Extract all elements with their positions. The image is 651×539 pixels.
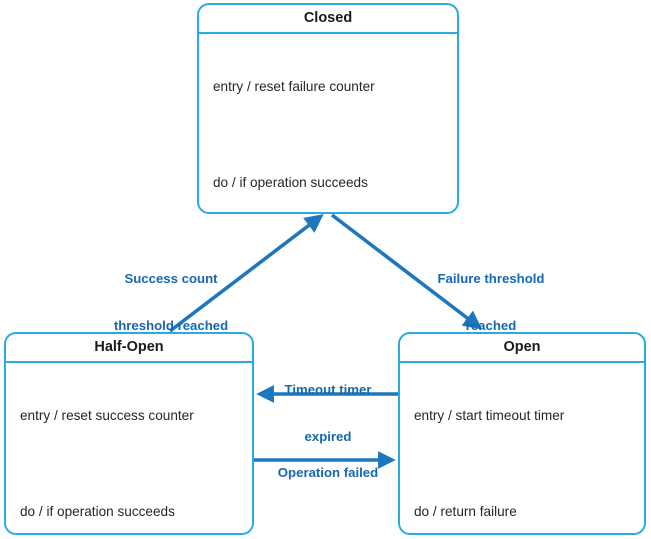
state-closed-spacer-1 [213, 130, 457, 140]
state-closed-line-do: do / if operation succeeds [213, 175, 368, 191]
state-half-open-line-entry: entry / reset success counter [20, 407, 194, 423]
state-half-open-line-do: do / if operation succeeds [20, 504, 175, 520]
state-open-line-entry: entry / start timeout timer [414, 407, 565, 423]
transition-label-open-to-half-open-line-2: expired [304, 428, 352, 444]
state-closed-body: entry / reset failure counter do / if op… [199, 34, 457, 212]
transition-label-closed-to-open: Failure threshold reached [396, 240, 586, 365]
state-closed-title: Closed [199, 5, 457, 34]
transition-label-half-open-to-open-line-1: Operation failed [277, 465, 379, 481]
state-closed-line-entry: entry / reset failure counter [213, 78, 375, 94]
state-open-body: entry / start timeout timer do / return … [400, 363, 644, 533]
state-closed[interactable]: Closed entry / reset failure counter do … [197, 3, 459, 214]
transition-label-half-open-to-open: Operation failed [258, 434, 398, 512]
transition-label-half-open-to-closed-line-1: Success count [124, 271, 218, 287]
state-half-open-title: Half-Open [6, 334, 252, 363]
transition-label-half-open-to-closed-line-2: threshold reached [113, 317, 229, 333]
state-open-title: Open [400, 334, 644, 363]
state-open-line-do: do / return failure [414, 504, 517, 520]
transition-label-closed-to-open-line-1: Failure threshold [437, 271, 545, 287]
state-half-open-body: entry / reset success counter do / if op… [6, 363, 252, 533]
state-open[interactable]: Open entry / start timeout timer do / re… [398, 332, 646, 535]
transition-label-closed-to-open-line-2: reached [465, 317, 517, 333]
transition-label-open-to-half-open: Timeout timer expired [262, 351, 394, 476]
transition-label-open-to-half-open-line-1: Timeout timer [284, 382, 372, 398]
transition-label-half-open-to-closed: Success count threshold reached [76, 240, 266, 365]
state-half-open[interactable]: Half-Open entry / reset success counter … [4, 332, 254, 535]
state-open-spacer-1 [414, 459, 644, 469]
state-half-open-spacer-1 [20, 459, 252, 469]
